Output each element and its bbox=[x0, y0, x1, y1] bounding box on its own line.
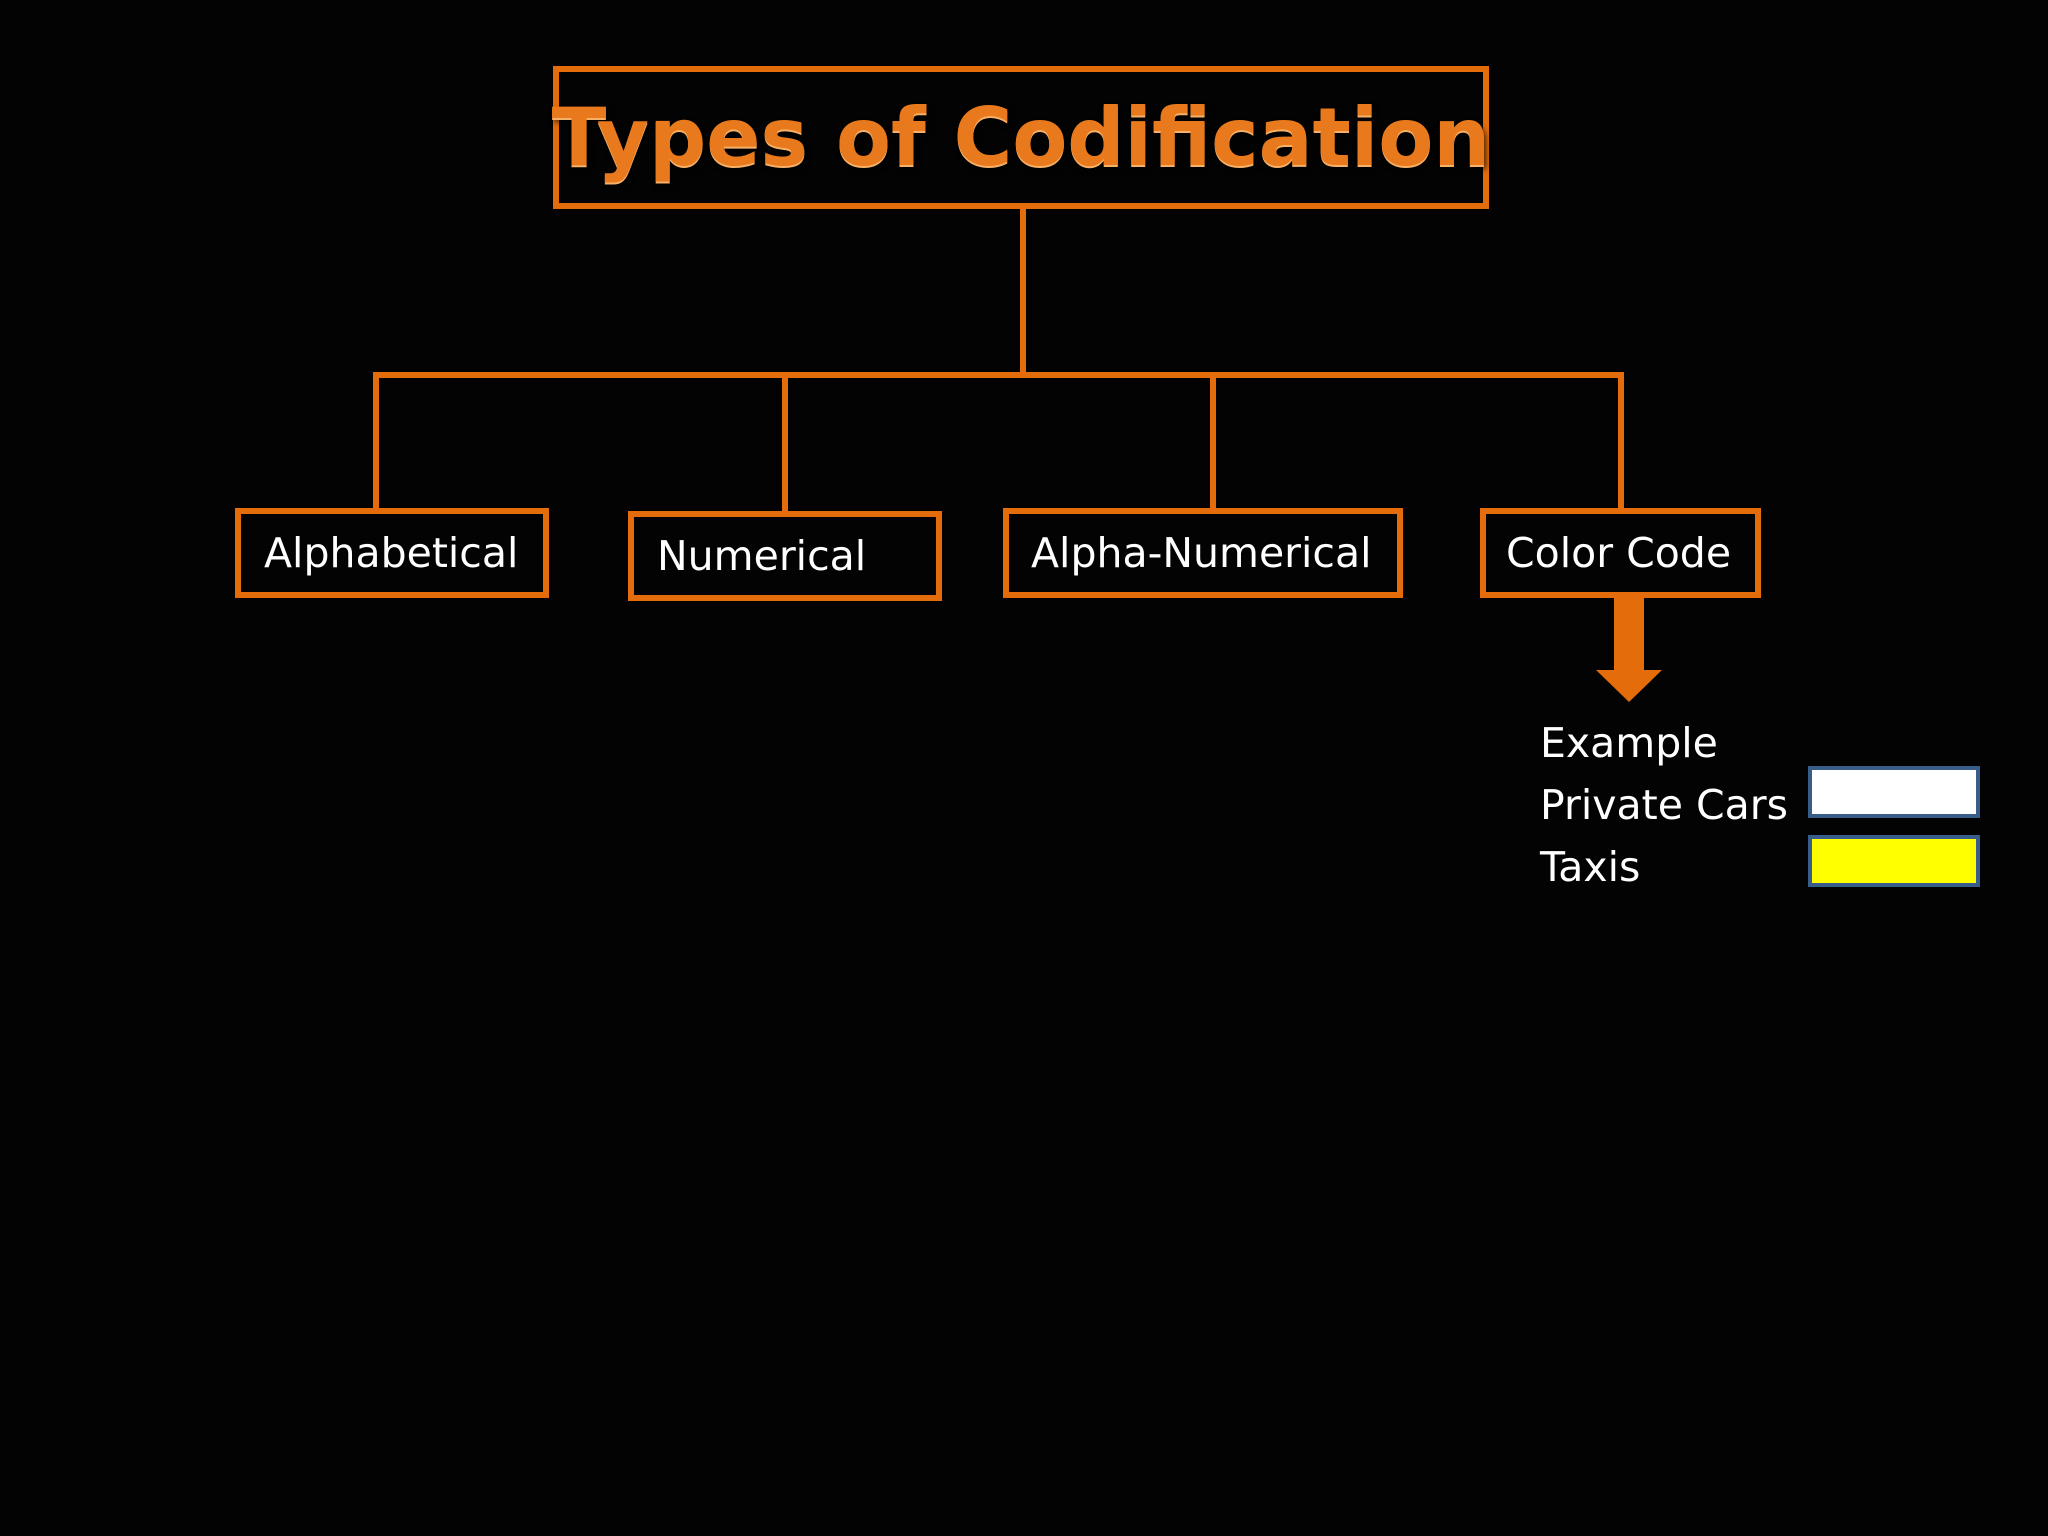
title-box: Types of Codification bbox=[551, 66, 1491, 209]
node-alpha-numerical: Alpha-Numerical bbox=[1003, 508, 1403, 598]
node-color-code: Color Code bbox=[1480, 508, 1761, 598]
node-numerical: Numerical bbox=[628, 511, 942, 601]
example-item-private-cars: Private Cars bbox=[1540, 781, 1788, 829]
node-label-alpha-numerical: Alpha-Numerical bbox=[1031, 529, 1372, 577]
diagram-title: Types of Codification bbox=[551, 91, 1491, 184]
example-list: Example Private Cars Taxis bbox=[1540, 712, 1788, 898]
color-swatch-private-cars bbox=[1808, 766, 1980, 818]
node-label-color-code: Color Code bbox=[1506, 529, 1732, 577]
node-label-alphabetical: Alphabetical bbox=[264, 529, 519, 577]
node-alphabetical: Alphabetical bbox=[235, 508, 549, 598]
down-arrow-icon bbox=[1596, 598, 1662, 702]
example-heading: Example bbox=[1540, 719, 1718, 767]
example-item-taxis: Taxis bbox=[1540, 843, 1641, 891]
node-label-numerical: Numerical bbox=[657, 532, 867, 580]
color-swatch-taxis bbox=[1808, 835, 1980, 887]
